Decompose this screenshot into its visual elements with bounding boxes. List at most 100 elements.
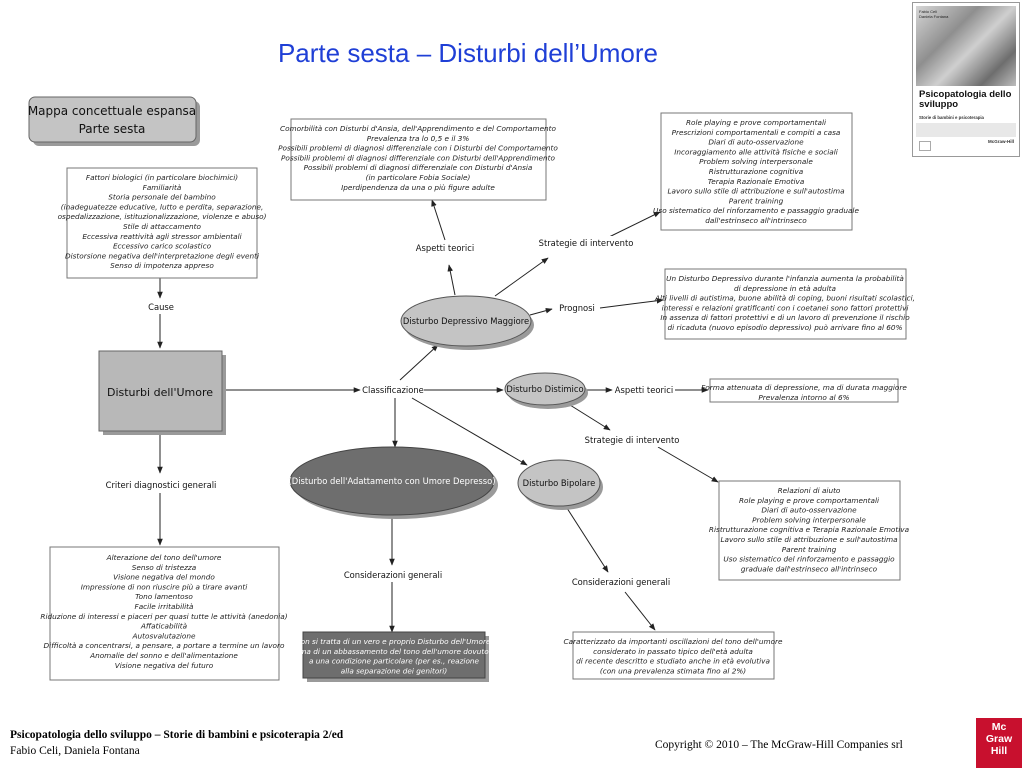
- label-prognosi: Prognosi: [559, 303, 595, 313]
- strategie-dep-line: Prescrizioni comportamentali e compiti a…: [672, 128, 841, 137]
- prognosi-box: Un Disturbo Depressivo durante l'infanzi…: [654, 268, 915, 340]
- distimico-label: Disturbo Distimico: [506, 384, 583, 394]
- cause-line: Eccessiva reattività agli stressor ambie…: [82, 232, 241, 241]
- criteri-line: Difficoltà a concentrarsi, a pensare, a …: [44, 641, 285, 650]
- adattamento-label: (Disturbo dell'Adattamento con Umore Dep…: [288, 476, 495, 486]
- bipolare-line: Caratterizzato da importanti oscillazion…: [563, 637, 783, 646]
- aspetti-dep-line: Possibili problemi di diagnosi differenz…: [278, 144, 558, 153]
- strategie-dist-line: Relazioni di aiuto: [778, 486, 841, 495]
- bipolare-node: Disturbo Bipolare: [517, 459, 603, 510]
- mcgraw-hill-logo: Mc Graw Hill: [976, 718, 1022, 768]
- adattamento-line: alla separazione dei genitori): [341, 666, 448, 675]
- label-classificazione: Classificazione: [362, 385, 424, 395]
- adattamento-line: a una condizione particolare (per es., r…: [309, 657, 480, 666]
- depressivo-maggiore-label: Disturbo Depressivo Maggiore: [403, 316, 529, 326]
- aspetti-dist-line: Prevalenza intorno al 6%: [758, 393, 849, 402]
- cause-line: (inadeguatezze educative, lutto e perdit…: [61, 202, 264, 211]
- strategie-dep-line: Ristrutturazione cognitiva: [709, 167, 803, 176]
- criteri-line: Anomalie del sonno e dell'alimentazione: [89, 651, 238, 660]
- criteri-line: Autosvalutazione: [132, 631, 196, 640]
- bipolare-box: Caratterizzato da importanti oscillazion…: [563, 631, 783, 680]
- label-considerazioni-bip: Considerazioni generali: [572, 577, 670, 587]
- strategie-dist-line: Parent training: [782, 545, 837, 554]
- bipolare-line: considerato in passato tipico dell'età a…: [593, 647, 753, 656]
- label-aspetti-teorici-dist: Aspetti teorici: [615, 385, 673, 395]
- strategie-dist-line: Diari di auto-osservazione: [761, 506, 857, 515]
- strategie-dep-line: Diari di auto-osservazione: [708, 138, 804, 147]
- cause-box-lines: Fattori biologici (in particolare biochi…: [58, 173, 267, 270]
- aspetti-dep-line: Possibili problemi di diagnosi differenz…: [281, 153, 556, 162]
- cause-line: Senso di impotenza appreso: [110, 261, 214, 270]
- strategie-dep-line: Role playing e prove comportamentali: [686, 118, 826, 127]
- aspetti-dep-line: Prevalenza tra lo 0,5 e il 3%: [367, 134, 470, 143]
- adattamento-box: Non si tratta di un vero e proprio Distu…: [295, 631, 493, 682]
- header-box-line1: Mappa concettuale espansa: [28, 104, 196, 118]
- logo-line-2: Graw: [985, 733, 1013, 745]
- criteri-line: Tono lamentoso: [135, 592, 193, 601]
- strategie-dist-line: Uso sistematico del rinforzamento e pass…: [723, 555, 895, 564]
- book-cover-thumbnail: Fabio Celi Daniela Fontana Psicopatologi…: [912, 2, 1020, 157]
- strategie-dep-line: Parent training: [729, 196, 784, 205]
- strategie-dist-line: graduale dall'estrinseco all'intrinseco: [741, 564, 878, 573]
- cause-line: ospedalizzazione, istituzionalizzazione,…: [58, 212, 267, 221]
- bipolare-line: (con una prevalenza stimata fino al 2%): [600, 666, 746, 675]
- label-considerazioni-adatt: Considerazioni generali: [344, 570, 442, 580]
- label-strategie-dist: Strategie di intervento: [585, 435, 680, 445]
- label-strategie-dep: Strategie di intervento: [539, 238, 634, 248]
- disturbi-umore-label: Disturbi dell'Umore: [107, 386, 213, 399]
- disturbi-umore-node: Disturbi dell'Umore: [98, 350, 226, 435]
- strategie-dist-line: Lavoro sullo stile di attribuzione e sul…: [720, 535, 897, 544]
- cause-line: Storia personale del bambino: [108, 193, 216, 202]
- adattamento-node: (Disturbo dell'Adattamento con Umore Dep…: [288, 446, 498, 519]
- adattamento-lines: Non si tratta di un vero e proprio Distu…: [295, 637, 493, 675]
- strategie-dep-line: Problem solving interpersonale: [699, 157, 813, 166]
- cover-title: Psicopatologia dello sviluppo: [919, 89, 1012, 110]
- aspetti-dep-line: Iperdipendenza da una o più figure adult…: [341, 183, 495, 192]
- cover-authors: Fabio Celi Daniela Fontana: [919, 9, 948, 19]
- cover-publisher: McGraw-Hill: [987, 139, 1014, 144]
- criteri-line: Riduzione di interessi e piaceri per qua…: [40, 612, 287, 621]
- prognosi-line: Un Disturbo Depressivo durante l'infanzi…: [666, 274, 904, 283]
- aspetti-teorici-dist-box: Forma attenuata di depressione, ma di du…: [701, 378, 907, 403]
- header-box-line2: Parte sesta: [79, 122, 146, 136]
- distimico-node: Disturbo Distimico: [504, 372, 588, 409]
- concept-map: Mappa concettuale espansa Parte sesta Fa…: [28, 96, 915, 682]
- strategie-dep-lines: Role playing e prove comportamentaliPres…: [653, 118, 859, 225]
- strategie-dep-line: Incoraggiamento alle attività fisiche e …: [674, 147, 838, 156]
- criteri-line: Affaticabilità: [140, 622, 187, 631]
- header-box: Mappa concettuale espansa Parte sesta: [28, 96, 200, 146]
- criteri-line: Visione negativa del mondo: [113, 573, 215, 582]
- cause-line: Stile di attaccamento: [123, 222, 202, 231]
- prognosi-lines: Un Disturbo Depressivo durante l'infanzi…: [654, 274, 915, 332]
- aspetti-dep-line: Possibili problemi di diagnosi differenz…: [304, 163, 533, 172]
- aspetti-teorici-dist-lines: Forma attenuata di depressione, ma di du…: [701, 383, 907, 402]
- connector-labels: Cause Criteri diagnostici generali Class…: [105, 236, 679, 589]
- cause-line: Fattori biologici (in particolare biochi…: [86, 173, 238, 182]
- cause-line: Familiarità: [143, 183, 182, 192]
- strategie-dep-box: Role playing e prove comportamentaliPres…: [653, 112, 859, 231]
- prognosi-line: interessi e relazioni gratificanti con i…: [662, 303, 909, 312]
- cover-author-1: Fabio Celi: [919, 9, 938, 14]
- prognosi-line: di ricaduta (nuovo episodio depressivo) …: [667, 323, 902, 332]
- strategie-dist-line: Role playing e prove comportamentali: [739, 496, 879, 505]
- bipolare-line: di recente descritto e studiato anche in…: [576, 657, 770, 666]
- connector-arrows: [157, 199, 719, 633]
- bipolare-label: Disturbo Bipolare: [523, 478, 596, 488]
- strategie-dep-line: Terapia Razionale Emotiva: [708, 177, 805, 186]
- cause-box: Fattori biologici (in particolare biochi…: [58, 167, 267, 279]
- criteri-line: Senso di tristezza: [132, 563, 196, 572]
- cause-line: Distorsione negativa dell'interpretazion…: [65, 251, 259, 260]
- bipolare-lines: Caratterizzato da importanti oscillazion…: [563, 637, 783, 675]
- footer-book-title: Psicopatologia dello sviluppo – Storie d…: [10, 729, 344, 741]
- adattamento-line: Non si tratta di un vero e proprio Distu…: [295, 637, 493, 646]
- cover-artwork: [916, 6, 1016, 86]
- strategie-dist-line: Ristrutturazione cognitiva e Terapia Raz…: [709, 525, 909, 534]
- prognosi-line: Alti livelli di autistima, buone abilità…: [654, 294, 915, 303]
- aspetti-dist-line: Forma attenuata di depressione, ma di du…: [701, 383, 907, 392]
- label-aspetti-teorici-dep: Aspetti teorici: [416, 243, 474, 253]
- aspetti-teorici-dep-box: Comorbilità con Disturbi d'Ansia, dell'A…: [278, 118, 558, 201]
- criteri-line: Visione negativa del futuro: [115, 661, 214, 670]
